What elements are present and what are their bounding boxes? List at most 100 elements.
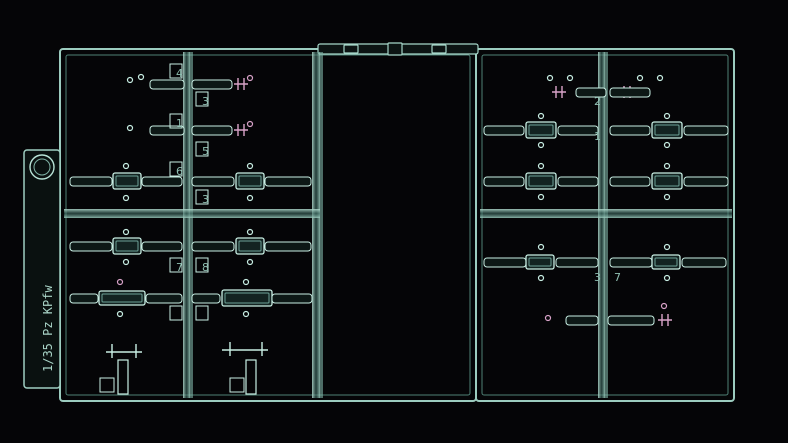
bottom-post-part xyxy=(245,359,257,395)
part-number-label: 3 xyxy=(202,193,209,206)
gate xyxy=(681,257,727,268)
gate xyxy=(557,125,599,136)
part-box-inner xyxy=(528,124,554,136)
peg xyxy=(537,141,545,149)
peg xyxy=(537,193,545,201)
peg xyxy=(246,162,254,170)
number-tab xyxy=(169,257,183,273)
part-box-inner xyxy=(654,124,680,136)
part-box-inner xyxy=(115,175,139,187)
peg xyxy=(663,141,671,149)
peg xyxy=(116,310,124,318)
peg xyxy=(246,194,254,202)
part-number-label: 3 xyxy=(202,95,209,108)
gate xyxy=(141,241,183,252)
part-box xyxy=(235,172,265,190)
gate xyxy=(69,176,113,187)
part-box xyxy=(98,290,146,306)
gate xyxy=(609,87,651,98)
peg xyxy=(537,243,545,251)
peg xyxy=(546,74,554,82)
gate xyxy=(69,241,113,252)
gate xyxy=(607,315,655,326)
part-number-label: 7 xyxy=(614,271,621,284)
peg xyxy=(242,278,250,286)
peg xyxy=(660,302,668,310)
part-number-label: 5 xyxy=(202,145,209,158)
peg xyxy=(246,74,254,82)
gate xyxy=(555,257,599,268)
peg xyxy=(663,274,671,282)
gate xyxy=(264,241,312,252)
peg xyxy=(636,74,644,82)
right-vertical-runners xyxy=(598,52,608,398)
peg xyxy=(537,162,545,170)
part-box xyxy=(525,172,557,190)
number-tab xyxy=(229,377,245,393)
part-box xyxy=(112,237,142,255)
gate xyxy=(191,125,233,136)
number-tab xyxy=(195,91,209,107)
left-vertical-runners xyxy=(183,52,323,398)
sprue-id-tab: 1/35 Pz KPfw xyxy=(23,149,61,389)
gate xyxy=(69,293,99,304)
number-tab xyxy=(169,161,183,177)
part-box-inner xyxy=(528,257,552,267)
clip-part xyxy=(234,78,248,90)
peg xyxy=(663,162,671,170)
peg xyxy=(246,258,254,266)
number-tab xyxy=(169,63,183,79)
bottom-bracket-part xyxy=(106,344,142,358)
part-number-label: 1 xyxy=(594,130,601,143)
tab-text: 1/35 Pz KPfw xyxy=(41,285,55,372)
number-tab xyxy=(195,141,209,157)
part-box xyxy=(221,289,273,307)
peg xyxy=(663,243,671,251)
part-box xyxy=(235,237,265,255)
part-number-label: 6 xyxy=(176,165,183,178)
gate xyxy=(557,176,599,187)
part-box xyxy=(651,172,683,190)
part-number-label: 7 xyxy=(176,261,183,274)
gate xyxy=(264,176,312,187)
part-number-label: 8 xyxy=(202,261,209,274)
gate xyxy=(483,125,525,136)
gate xyxy=(191,176,235,187)
clip-part xyxy=(234,124,248,136)
gate xyxy=(565,315,599,326)
clip-part xyxy=(658,314,672,326)
gate xyxy=(191,79,233,90)
peg xyxy=(122,194,130,202)
part-box-inner xyxy=(238,240,262,252)
right-parts xyxy=(483,74,729,326)
number-tab xyxy=(99,377,115,393)
gate xyxy=(141,176,183,187)
peg xyxy=(126,124,134,132)
tab-emblem-icon xyxy=(29,154,55,180)
part-box-inner xyxy=(101,293,143,303)
number-tab xyxy=(195,305,209,321)
peg xyxy=(537,112,545,120)
right-frame-border xyxy=(475,48,735,402)
gate xyxy=(271,293,313,304)
peg xyxy=(242,310,250,318)
part-box xyxy=(651,121,683,139)
part-box-inner xyxy=(115,240,139,252)
peg xyxy=(122,162,130,170)
gate xyxy=(683,176,729,187)
peg xyxy=(126,76,134,84)
gate xyxy=(191,241,235,252)
gate xyxy=(149,79,185,90)
part-number-label: 1 xyxy=(176,117,183,130)
bottom-bracket-part xyxy=(222,342,268,356)
part-box-inner xyxy=(224,292,270,304)
left-parts xyxy=(69,63,313,395)
part-box xyxy=(525,121,557,139)
peg xyxy=(537,274,545,282)
part-box xyxy=(112,172,142,190)
peg xyxy=(122,228,130,236)
part-box-inner xyxy=(238,175,262,187)
part-box-inner xyxy=(654,175,680,187)
part-number-label: 2 xyxy=(594,95,601,108)
